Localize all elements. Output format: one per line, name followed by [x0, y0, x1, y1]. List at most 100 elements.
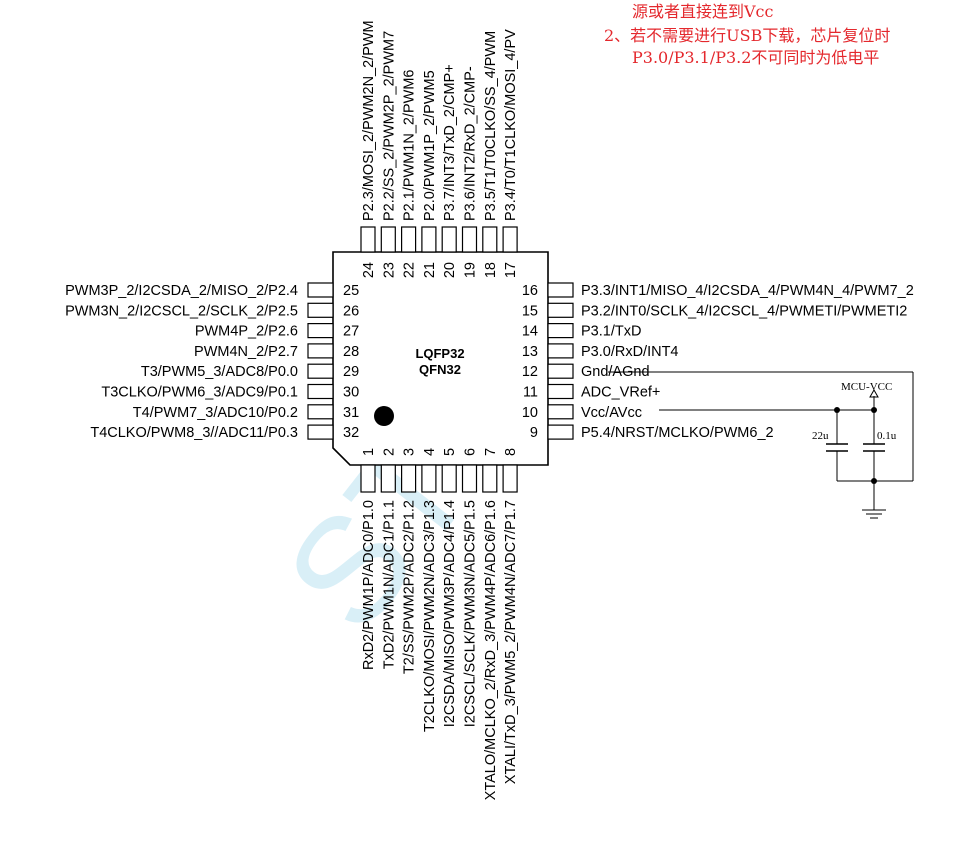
note-line-1: 源或者直接连到Vcc	[632, 2, 774, 21]
pin-number-32: 32	[343, 425, 359, 441]
pin-label-17: P3.4/T0/T1CLKO/MOSI_4/PV	[503, 29, 519, 221]
pin-14	[547, 323, 574, 339]
pin-group: 25PWM3P_2/I2CSDA_2/MISO_2/P2.426PWM3N_2/…	[65, 20, 914, 800]
pin-label-31: T4/PWM7_3/ADC10/P0.2	[133, 405, 298, 421]
pin-label-14: P3.1/TxD	[581, 324, 641, 340]
pin-label-23: P2.2/SS_2/PWM2P_2/PWM7	[381, 31, 397, 221]
pin-1	[360, 464, 376, 493]
pin-label-10: Vcc/AVcc	[581, 405, 642, 421]
pin-number-8: 8	[503, 448, 519, 456]
pin-label-24: P2.3/MOSI_2/PWM2N_2/PWM	[361, 20, 377, 221]
pin-number-11: 11	[523, 385, 538, 401]
pin-31	[307, 404, 334, 420]
pin-number-2: 2	[381, 448, 397, 456]
pin-11	[547, 383, 574, 400]
pin-23	[380, 226, 396, 253]
note-line-3: P3.0/P3.1/P3.2不可同时为低电平	[632, 48, 879, 67]
pin-label-13: P3.0/RxD/INT4	[581, 344, 679, 360]
pin-label-5: I2CSDA/MISO/PWM3P/ADC4/P1.4	[442, 500, 458, 727]
pin-number-12: 12	[522, 364, 538, 380]
pin-number-27: 27	[343, 324, 359, 340]
pin-number-29: 29	[343, 364, 359, 380]
pin-number-18: 18	[483, 262, 499, 278]
pin-number-15: 15	[522, 303, 538, 319]
pin-number-26: 26	[343, 303, 359, 319]
pin-label-4: T2CLKO/MOSI/PWM2N/ADC3/P1.3	[422, 500, 438, 732]
package-name: LQFP32	[415, 346, 464, 361]
pin-27	[307, 323, 334, 339]
junction-dot	[871, 407, 877, 413]
pin-8	[502, 464, 518, 493]
pin-3	[401, 464, 417, 493]
pin-label-27: PWM4P_2/P2.6	[195, 324, 298, 340]
junction-dot	[834, 407, 840, 413]
pin-number-10: 10	[522, 405, 538, 421]
power-net-label: MCU-VCC	[841, 381, 892, 393]
pin-label-30: T3CLKO/PWM6_3/ADC9/P0.1	[101, 385, 298, 401]
pin-label-2: TxD2/PWM1N/ADC1/P1.1	[381, 500, 397, 669]
pin-21	[421, 226, 437, 253]
pin-number-5: 5	[442, 448, 458, 456]
pin-number-25: 25	[343, 283, 359, 299]
pin-29	[307, 363, 334, 379]
pin-number-21: 21	[422, 262, 438, 278]
pin-label-16: P3.3/INT1/MISO_4/I2CSDA_4/PWM4N_4/PWM7_2	[581, 283, 914, 299]
pin-28	[307, 343, 334, 359]
pin-label-19: P3.6/INT2/RxD_2/CMP-	[463, 66, 479, 221]
power-network: MCU-VCC 22u 0.1u	[608, 371, 914, 519]
pin-label-7: XTALO/MCLKO_2/RxD_3/PWM4P/ADC6/P1.6	[483, 500, 499, 800]
pin-number-13: 13	[522, 344, 538, 360]
pin-label-11: ADC_VRef+	[581, 385, 660, 401]
pin-number-1: 1	[361, 448, 377, 456]
pin-5	[441, 464, 457, 493]
pin-25	[307, 282, 334, 298]
ground-icon	[862, 509, 886, 519]
pin-label-1: RxD2/PWM1P/ADC0/P1.0	[361, 500, 377, 670]
pin-label-28: PWM4N_2/P2.7	[194, 344, 298, 360]
pin-label-3: T2/SS/PWM2P/ADC2/P1.2	[402, 500, 418, 674]
pin-label-21: P2.0/PWM1P_2/PWM5	[422, 70, 438, 221]
pin-label-26: PWM3N_2/I2CSCL_2/SCLK_2/P2.5	[65, 303, 298, 319]
pin-number-14: 14	[522, 324, 538, 340]
pin-12	[547, 363, 574, 379]
pin-label-20: P3.7/INT3/TxD_2/CMP+	[442, 64, 458, 221]
pin-number-16: 16	[522, 283, 538, 299]
pin-number-24: 24	[361, 262, 377, 278]
pin-label-8: XTALI/TxD_3/PWM5_2/PWM4N/ADC7/P1.7	[503, 500, 519, 784]
pin-32	[307, 424, 334, 440]
pin-number-28: 28	[343, 344, 359, 360]
pin-label-9: P5.4/NRST/MCLKO/PWM6_2	[581, 425, 774, 441]
pin-number-7: 7	[483, 448, 499, 456]
cap2-value: 0.1u	[877, 430, 897, 442]
pin-number-6: 6	[463, 448, 479, 456]
pin-2	[380, 464, 396, 493]
cap1-value: 22u	[812, 430, 829, 442]
pin-24	[360, 226, 376, 253]
note-line-2: 2、若不需要进行USB下载，芯片复位时	[604, 26, 890, 45]
pin-20	[441, 226, 457, 253]
pin-label-15: P3.2/INT0/SCLK_4/I2CSCL_4/PWMETI/PWMETI2	[581, 303, 907, 319]
junction-dot	[871, 478, 877, 484]
pin-26	[307, 302, 334, 318]
pin-4	[421, 464, 437, 493]
pin-number-9: 9	[530, 425, 538, 441]
pin-9	[547, 424, 574, 440]
pin-label-25: PWM3P_2/I2CSDA_2/MISO_2/P2.4	[65, 283, 298, 299]
package-name-alt: QFN32	[419, 362, 461, 377]
pin-label-6: I2CSCL/SCLK/PWM3N/ADC5/P1.5	[463, 500, 479, 727]
pin-18	[482, 226, 498, 253]
pin-number-20: 20	[442, 262, 458, 278]
pin-number-22: 22	[402, 262, 418, 278]
pin-number-23: 23	[381, 262, 397, 278]
pin-15	[547, 302, 574, 318]
pin-19	[461, 226, 478, 253]
pin1-marker	[374, 406, 394, 426]
pin-30	[307, 383, 334, 400]
pin-number-17: 17	[503, 262, 519, 278]
pin-number-31: 31	[343, 405, 359, 421]
pin-number-3: 3	[402, 448, 418, 456]
pin-10	[547, 404, 574, 420]
pin-17	[502, 226, 518, 253]
pin-number-19: 19	[463, 262, 479, 278]
